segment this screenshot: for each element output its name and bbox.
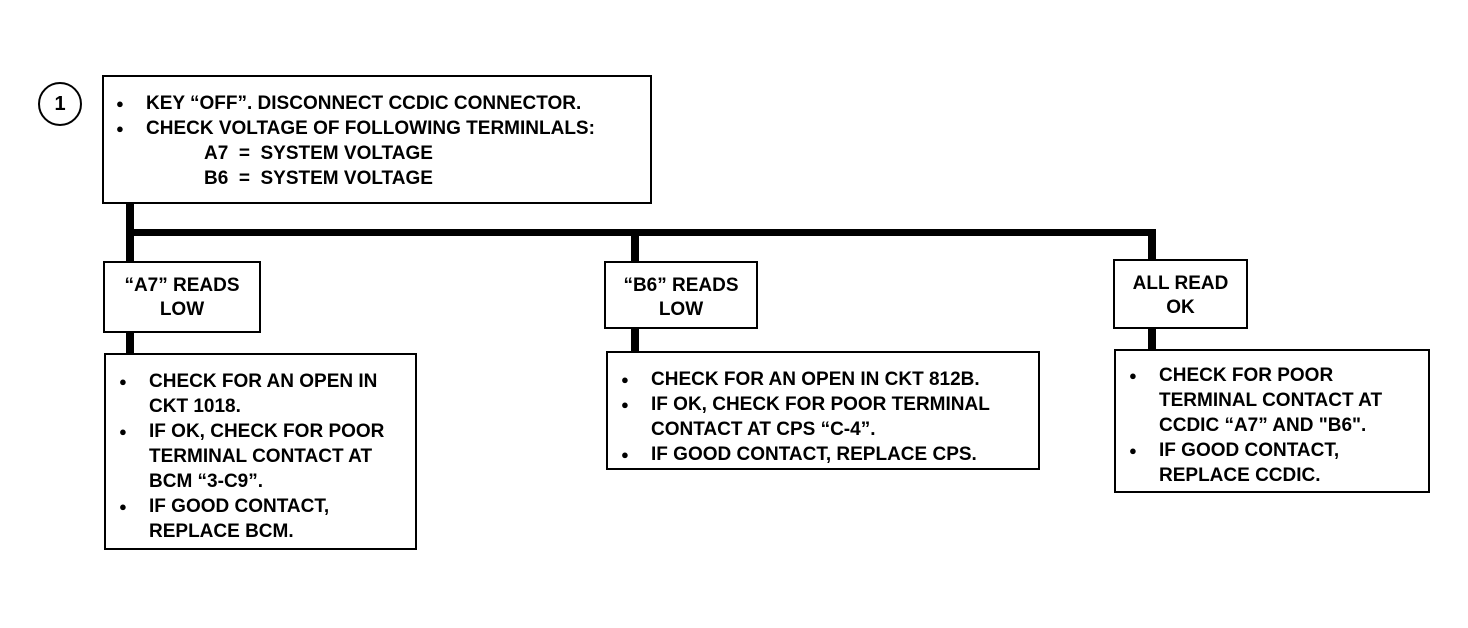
result-line: “A7” READS [124, 275, 240, 296]
result-line: OK [1166, 297, 1195, 318]
action-box-b6: CHECK FOR AN OPEN IN CKT 812B. IF OK, CH… [606, 351, 1040, 470]
action-list: CHECK FOR POOR TERMINAL CONTACT AT CCDIC… [1127, 363, 1420, 488]
step-number-circle: 1 [38, 82, 82, 126]
start-list: KEY “OFF”. DISCONNECT CCDIC CONNECTOR. C… [114, 91, 650, 191]
result-line: LOW [658, 299, 704, 320]
action-item: IF OK, CHECK FOR POOR TERMINAL CONTACT A… [117, 419, 405, 494]
action-item: IF OK, CHECK FOR POOR TERMINAL CONTACT A… [619, 392, 1028, 442]
action-item: CHECK FOR AN OPEN IN CKT 1018. [117, 369, 405, 419]
connector-branch-ok [1148, 229, 1156, 260]
result-box-all-ok: ALL READ OK [1113, 259, 1248, 329]
action-item: IF GOOD CONTACT, REPLACE CCDIC. [1127, 438, 1420, 488]
terminal-b6: B6 = SYSTEM VOLTAGE [204, 168, 433, 189]
connector-b6-actions [631, 328, 639, 352]
result-line: LOW [159, 299, 205, 320]
action-item: CHECK FOR POOR TERMINAL CONTACT AT CCDIC… [1127, 363, 1420, 438]
connector-a7-actions [126, 332, 134, 354]
step-number: 1 [54, 92, 66, 115]
connector-horizontal [126, 229, 1156, 236]
action-list: CHECK FOR AN OPEN IN CKT 812B. IF OK, CH… [619, 367, 1028, 467]
result-box-b6-low: “B6” READS LOW [604, 261, 758, 329]
start-item: KEY “OFF”. DISCONNECT CCDIC CONNECTOR. [114, 91, 650, 116]
terminal-a7: A7 = SYSTEM VOLTAGE [204, 143, 433, 164]
action-list: CHECK FOR AN OPEN IN CKT 1018. IF OK, CH… [117, 369, 405, 544]
action-box-a7: CHECK FOR AN OPEN IN CKT 1018. IF OK, CH… [104, 353, 417, 550]
action-box-ok: CHECK FOR POOR TERMINAL CONTACT AT CCDIC… [1114, 349, 1430, 493]
action-item: IF GOOD CONTACT, REPLACE BCM. [117, 494, 405, 544]
result-box-a7-low: “A7” READS LOW [103, 261, 261, 333]
start-item: CHECK VOLTAGE OF FOLLOWING TERMINLALS: A… [114, 116, 650, 191]
result-line: “B6” READS [623, 275, 739, 296]
connector-branch-b6 [631, 229, 639, 262]
action-item: IF GOOD CONTACT, REPLACE CPS. [619, 442, 1028, 467]
start-item-text: CHECK VOLTAGE OF FOLLOWING TERMINLALS: [146, 118, 595, 139]
start-box: KEY “OFF”. DISCONNECT CCDIC CONNECTOR. C… [102, 75, 652, 204]
result-line: ALL READ [1132, 273, 1229, 294]
action-item: CHECK FOR AN OPEN IN CKT 812B. [619, 367, 1028, 392]
connector-ok-actions [1148, 328, 1156, 350]
